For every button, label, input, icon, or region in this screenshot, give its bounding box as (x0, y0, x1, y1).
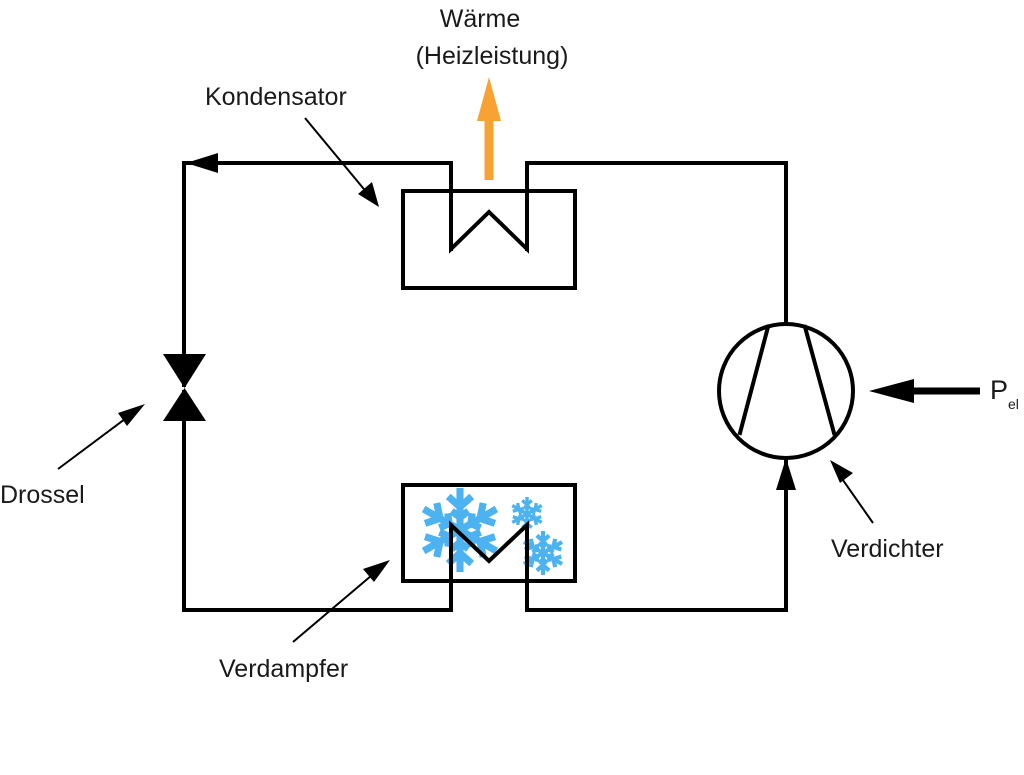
evaporator-box (401, 483, 577, 583)
throttle-triangle-bottom (163, 388, 206, 421)
power-input-arrow-icon (869, 379, 980, 403)
condenser-label: Kondensator (205, 83, 347, 111)
pointer-verdichter (830, 460, 874, 524)
pipe-bottom-left (182, 390, 453, 612)
throttle-triangle-top (163, 354, 206, 388)
heat-sublabel: (Heizleistung) (416, 42, 569, 70)
evaporator-label: Verdampfer (219, 655, 348, 683)
condenser-coil (449, 161, 529, 254)
throttle-valve (163, 354, 206, 421)
condenser-box (401, 189, 577, 290)
throttle-label: Drossel (0, 481, 85, 509)
power-label-subscript: el (1008, 396, 1019, 412)
pipe-top-left (182, 161, 453, 387)
flow-arrow-left-icon (186, 153, 218, 173)
evaporator-coil (449, 520, 529, 612)
flow-arrow-up-compressor-icon (776, 458, 796, 490)
pointer-verdampfer (292, 560, 390, 643)
evaporator (401, 483, 577, 612)
power-label-main: P (990, 375, 1008, 405)
heat-output-arrow-icon (477, 77, 501, 180)
compressor (717, 322, 855, 460)
heat-label: Wärme (440, 5, 521, 33)
compressor-label: Verdichter (831, 535, 944, 563)
power-label: Pel (990, 375, 1019, 412)
condenser (401, 161, 577, 290)
pipe-bottom-right (525, 456, 788, 612)
pipe-top-right (525, 161, 788, 326)
pointer-kondensator (304, 117, 379, 207)
pointer-drossel (57, 404, 145, 470)
